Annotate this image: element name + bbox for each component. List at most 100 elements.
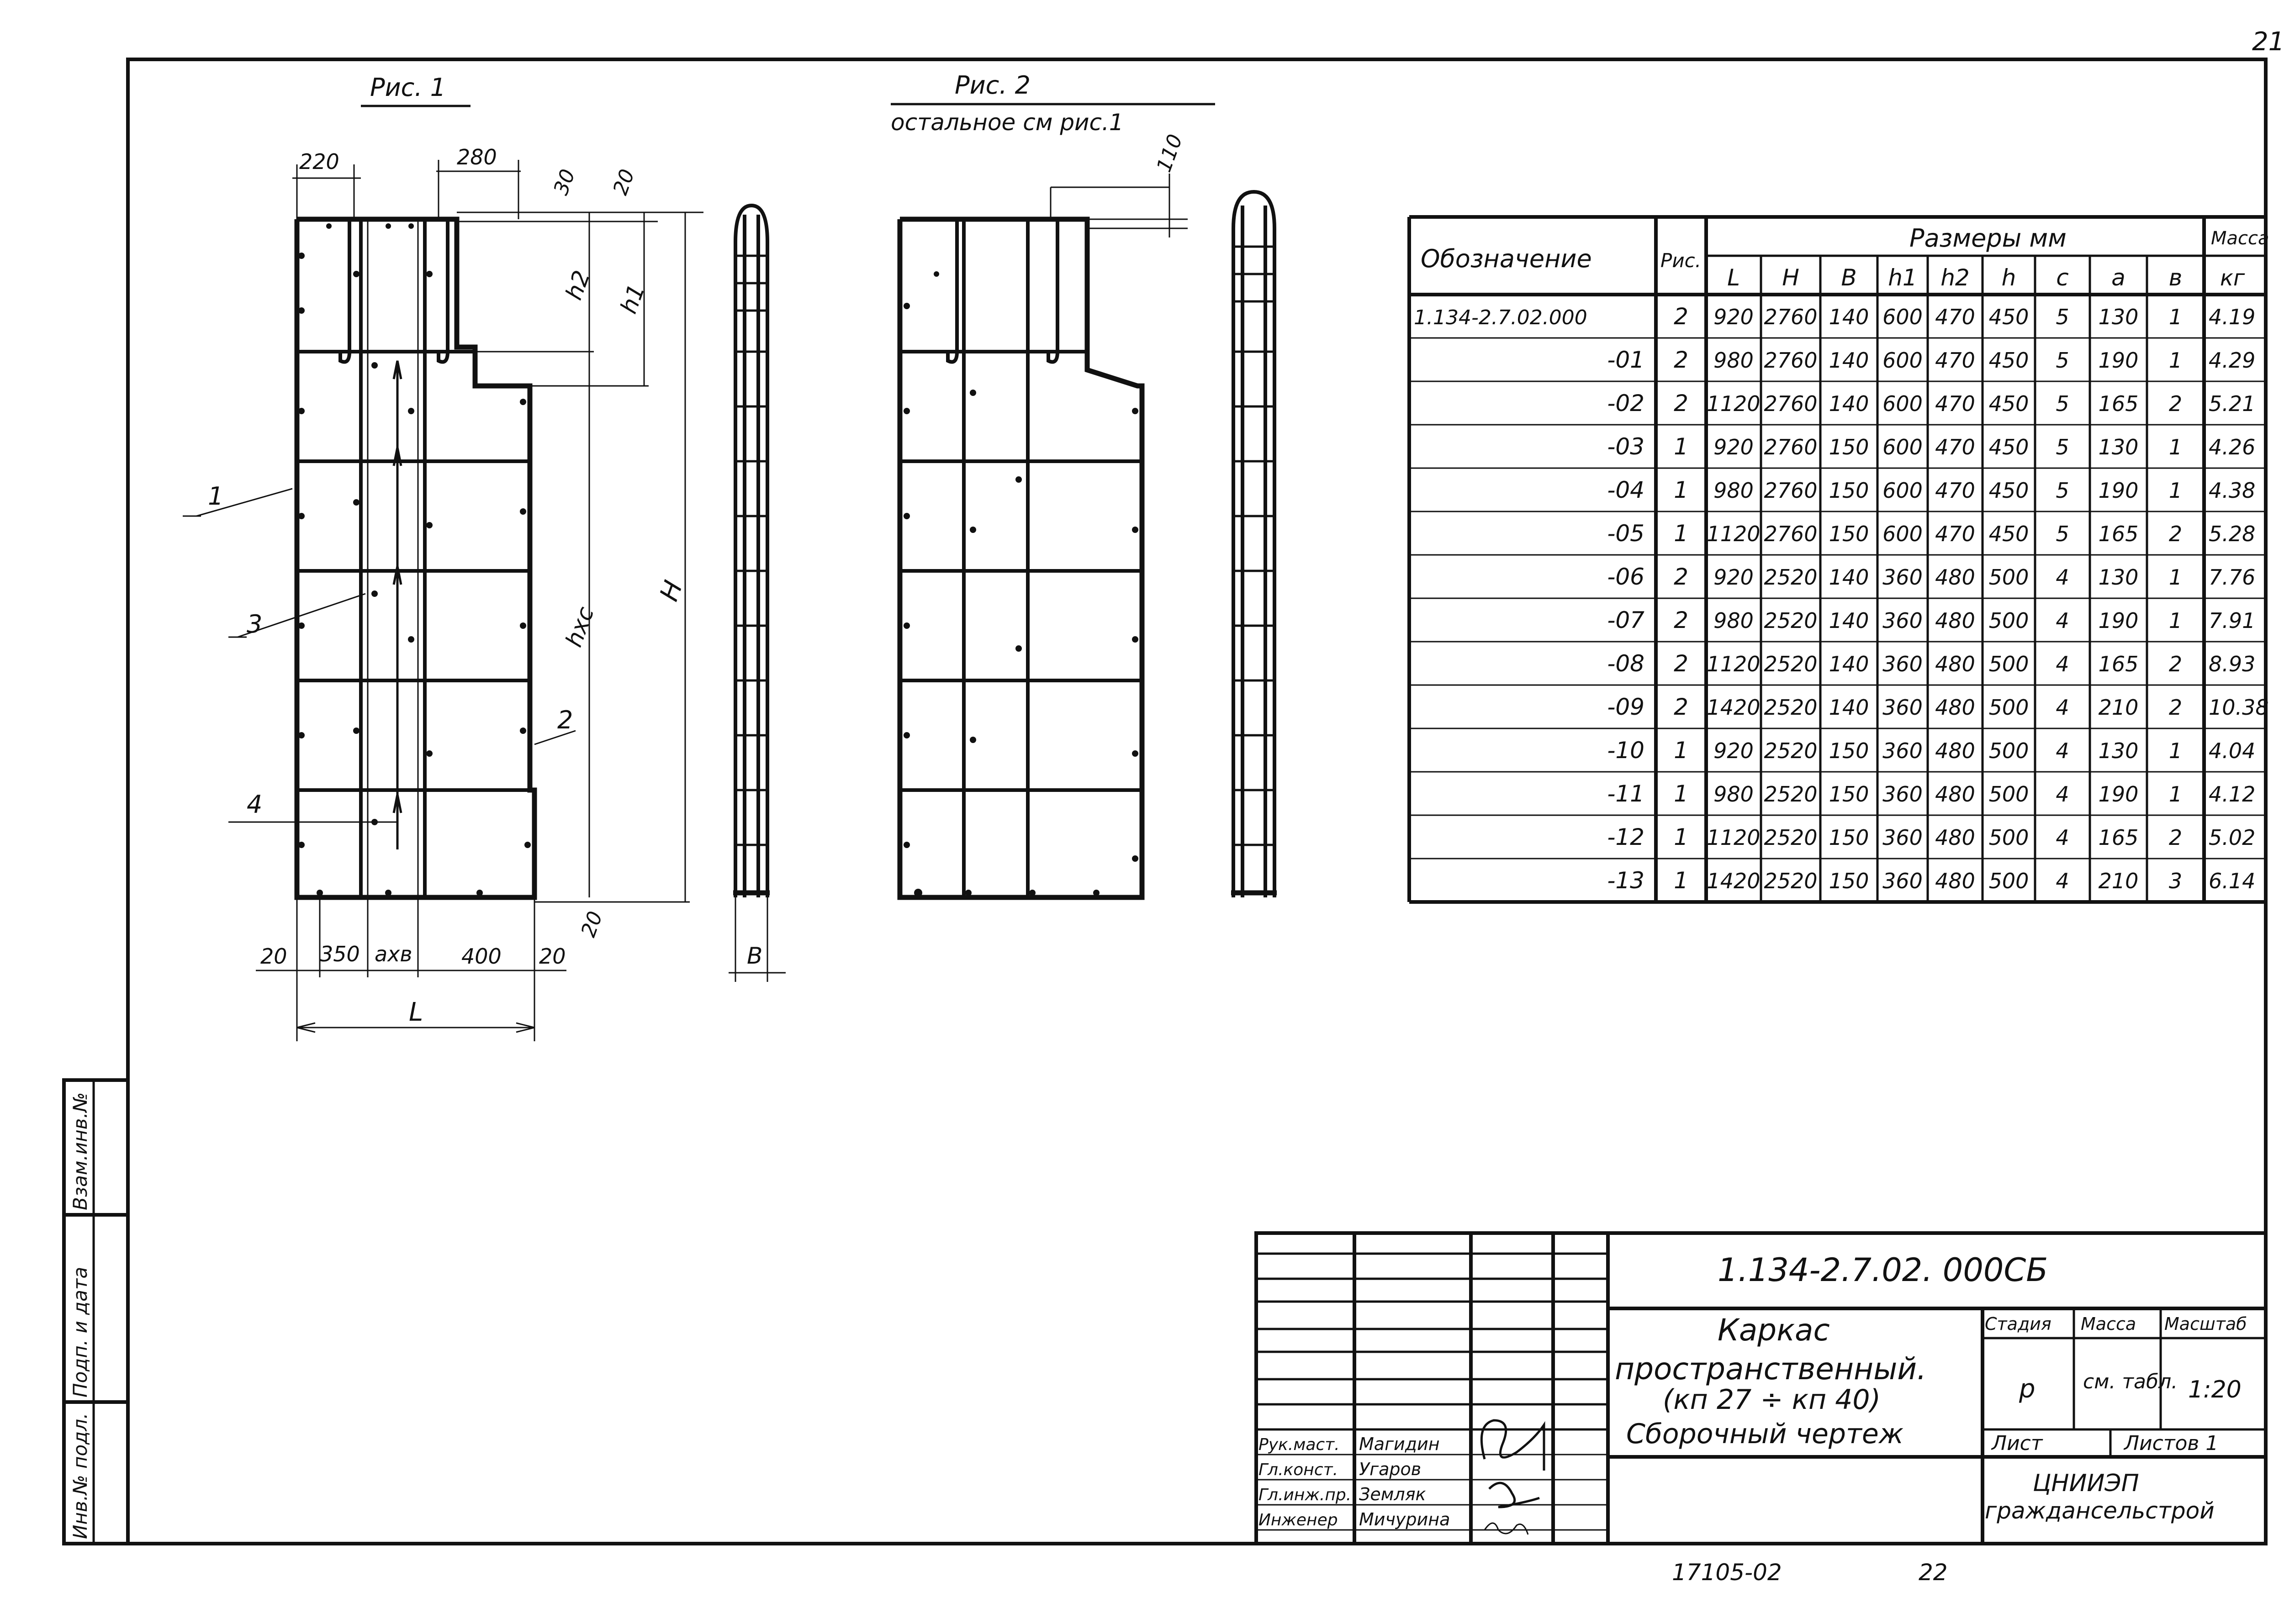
table-cell: 480 [1935,608,1975,633]
table-cell: 360 [1882,738,1923,763]
table-cell: 1120 [1707,522,1760,546]
stage-value: р [2019,1374,2036,1404]
fig1-title: Рис. 1 [370,73,446,102]
table-cell: 2520 [1764,695,1817,720]
staff-role-4: Инженер [1258,1511,1338,1529]
staff-name-3: Земляк [1359,1484,1426,1504]
table-cell: 2 [2169,391,2182,416]
table-row-fig: 2 [1674,694,1688,720]
table-cell: 1 [2169,738,2182,763]
table-row-designation: -01 [1607,347,1644,373]
table-cell: 2520 [1764,869,1817,893]
dim-hxc: hxc [560,603,599,650]
table-cell: 4 [2056,695,2069,720]
col-mass: Масса [2211,228,2269,249]
table-cell: 165 [2099,652,2139,676]
scale-label: Масштаб [2164,1314,2247,1334]
fig2-subtitle: остальное см рис.1 [891,109,1124,136]
title-line-3: (кп 27 ÷ кп 40) [1663,1384,1881,1416]
table-cell: 2 [2169,825,2182,850]
fig2-title: Рис. 2 [955,71,1031,100]
table-cell: 1420 [1707,695,1760,720]
table-row-designation: -03 [1607,433,1644,460]
table-row-mass: 10.38 [2209,695,2269,720]
table-cell: 2520 [1764,565,1817,590]
sheets-label: Листов 1 [2123,1432,2218,1455]
col-designation: Обозначение [1421,244,1592,273]
dim-30: 30 [549,166,580,198]
bottom-code: 17105-02 [1672,1559,1782,1586]
table-row-designation: -06 [1607,564,1644,590]
scale-value: 1:20 [2188,1376,2242,1403]
table-cell: 920 [1713,305,1754,329]
table-cell: 980 [1713,478,1754,503]
table-row-fig: 1 [1674,824,1688,850]
table-cell: 4 [2056,608,2069,633]
table-cell: 165 [2099,522,2139,546]
dim-220: 220 [299,149,339,174]
table-cell: 480 [1935,825,1975,850]
table-cell: 360 [1882,825,1923,850]
title-line-1: Каркас [1718,1313,1830,1348]
table-row-mass: 6.14 [2209,869,2255,893]
fig2-front-view: 110 [897,131,1188,900]
table-cell: 1 [2169,348,2182,373]
table-cell: 140 [1829,608,1869,633]
col-8: a [2111,264,2125,291]
col-5: h2 [1940,264,1970,291]
table-cell: 1 [2169,435,2182,459]
table-row-designation: -04 [1607,477,1644,503]
table-cell: 5 [2056,348,2069,373]
table-row-fig: 2 [1674,650,1688,677]
table-cell: 150 [1829,782,1869,807]
margin-inv-podl: Инв.№ подл. [69,1413,91,1539]
stage-label: Стадия [1985,1314,2051,1334]
table-cell: 2520 [1764,782,1817,807]
table-cell: 500 [1989,782,2029,807]
table-row-fig: 2 [1674,390,1688,417]
table-cell: 600 [1882,435,1923,459]
table-cell: 450 [1989,522,2029,546]
table-cell: 2760 [1764,348,1817,373]
table-cell: 140 [1829,348,1869,373]
table-cell: 5 [2056,305,2069,329]
table-cell: 470 [1935,522,1975,546]
table-cell: 150 [1829,478,1869,503]
table-cell: 2760 [1764,522,1817,546]
title-block: Рук.маст. Магидин Гл.конст. Угаров Гл.ин… [1254,1231,2268,1545]
table-cell: 920 [1713,738,1754,763]
title-line-2: пространственный. [1615,1351,1926,1387]
table-cell: 150 [1829,869,1869,893]
table-cell: 500 [1989,695,2029,720]
staff-role-3: Гл.инж.пр. [1258,1486,1351,1504]
table-cell: 470 [1935,348,1975,373]
table-cell: 600 [1882,348,1923,373]
table-cell: 450 [1989,478,2029,503]
table-row-fig: 2 [1674,303,1688,330]
table-cell: 360 [1882,652,1923,676]
table-cell: 920 [1713,435,1754,459]
table-cell: 190 [2099,348,2139,373]
table-cell: 600 [1882,478,1923,503]
col-4: h1 [1888,264,1917,291]
table-cell: 470 [1935,435,1975,459]
figure-2: Рис. 2 остальное см рис.1 [891,71,1277,900]
table-row-designation: -13 [1607,867,1644,894]
table-cell: 140 [1829,305,1869,329]
table-row-designation: -11 [1607,780,1644,807]
table-cell: 600 [1882,522,1923,546]
table-cell: 470 [1935,391,1975,416]
table-cell: 5 [2056,435,2069,459]
dim-20-bottom: 20 [576,908,607,940]
col-2: H [1782,264,1799,291]
table-cell: 3 [2169,869,2182,893]
dim-b-20-right: 20 [539,944,566,969]
table-cell: 360 [1882,608,1923,633]
table-cell: 360 [1882,782,1923,807]
dim-B: B [747,943,762,969]
table-cell: 500 [1989,608,2029,633]
table-cell: 1 [2169,565,2182,590]
col-sizes: Размеры мм [1909,224,2067,253]
table-cell: 1120 [1707,825,1760,850]
